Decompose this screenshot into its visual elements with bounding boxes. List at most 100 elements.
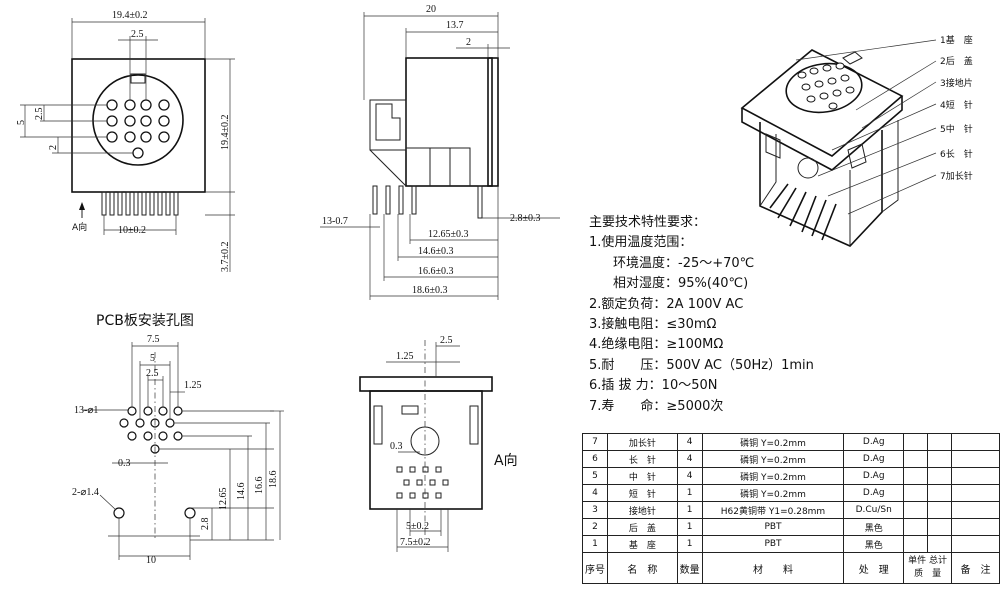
bottom-1-25-label: 1.25 bbox=[396, 351, 414, 362]
pcb-5-label: 5 bbox=[150, 353, 155, 364]
bottom-7-5-label: 7.5±0.2 bbox=[400, 537, 431, 548]
pcb-0-3-label: 0.3 bbox=[118, 458, 131, 469]
front-pitch-2-label: 2 bbox=[48, 145, 59, 150]
front-pitch-5-label: 5 bbox=[16, 120, 27, 125]
table-row: 7 加长针 4 磷铜 Y=0.2mm D.Ag bbox=[582, 433, 1000, 451]
front-key-slot bbox=[130, 73, 146, 84]
spec-line: 6.插 拔 力：10～50N bbox=[589, 378, 718, 394]
front-pin bbox=[140, 131, 152, 143]
side-back-slope bbox=[369, 149, 407, 187]
bom-treat: D.Ag bbox=[843, 433, 905, 451]
bom-no: 4 bbox=[582, 484, 608, 502]
front-pin bbox=[106, 115, 118, 127]
front-pin bbox=[158, 115, 170, 127]
pcb-holes-2-label: 2-⌀1.4 bbox=[72, 487, 99, 498]
side-body bbox=[405, 57, 493, 187]
bom-header-name: 名 称 bbox=[607, 552, 678, 584]
bom-name: 加长针 bbox=[607, 433, 678, 451]
iso-part-label: 7加长针 bbox=[940, 170, 973, 182]
bottom-view-label: A向 bbox=[494, 453, 518, 469]
front-pin bbox=[124, 115, 136, 127]
bom-qty: 1 bbox=[676, 484, 703, 502]
iso-part-label: 1基 座 bbox=[940, 34, 973, 46]
spec-line: 1.使用温度范围： bbox=[589, 235, 693, 251]
pcb-2-8-label: 2.8 bbox=[200, 518, 211, 531]
iso-part-label: 4短 针 bbox=[940, 99, 973, 111]
bom-no: 5 bbox=[582, 467, 608, 485]
bom-name: 短 针 bbox=[607, 484, 678, 502]
pcb-16-6-label: 16.6 bbox=[254, 477, 265, 495]
bom-header-weight: 质 量 bbox=[914, 569, 942, 579]
table-row: 1 基 座 1 PBT 黑色 bbox=[582, 535, 1000, 553]
bom-no: 7 bbox=[582, 433, 608, 451]
front-pitch-2-5-label: 2.5 bbox=[34, 108, 45, 121]
iso-key bbox=[842, 51, 863, 65]
front-pin bbox=[140, 99, 152, 111]
table-row: 6 长 针 4 磷铜 Y=0.2mm D.Ag bbox=[582, 450, 1000, 468]
bom-treat: D.Ag bbox=[843, 450, 905, 468]
bom-treat: D.Ag bbox=[843, 467, 905, 485]
front-arrow-label: A向 bbox=[72, 221, 87, 233]
table-row: 2 后 盖 1 PBT 黑色 bbox=[582, 518, 1000, 536]
bom-qty: 1 bbox=[676, 535, 703, 553]
front-pin bbox=[140, 115, 152, 127]
bottom-tab bbox=[401, 405, 419, 415]
spec-heading: 主要技术特性要求： bbox=[589, 215, 707, 230]
bom-material: 磷铜 Y=0.2mm bbox=[701, 433, 845, 451]
bom-qty: 4 bbox=[676, 450, 703, 468]
spec-line: 5.耐 压：500V AC（50Hz）1min bbox=[589, 357, 814, 373]
bottom-slot bbox=[373, 405, 383, 445]
table-row: 3 接地针 1 H62黄铜带 Y1=0.28mm D.Cu/Sn bbox=[582, 501, 1000, 519]
side-front-flange bbox=[487, 57, 499, 187]
front-view: 19.4±0.2 2.5 5 2.5 2 19.4±0.2 3.7±0.2 10… bbox=[16, 10, 235, 272]
bom-material: PBT bbox=[701, 535, 845, 553]
pcb-18-6-label: 18.6 bbox=[268, 471, 279, 489]
pcb-layout: PCB板安装孔图 7.5 5 2.5 1.25 13-⌀1 0.3 2-⌀ bbox=[72, 313, 284, 566]
bottom-0-3-label: 0.3 bbox=[390, 441, 403, 452]
iso-side-tab bbox=[765, 133, 781, 159]
bottom-slot bbox=[469, 405, 479, 445]
side-12-65-label: 12.65±0.3 bbox=[428, 229, 469, 240]
bom-treat: 黑色 bbox=[843, 518, 905, 536]
bottom-view: 1.25 2.5 0.3 A向 5±0.2 7.5±0.2 bbox=[359, 335, 518, 552]
isometric-view: 1基 座 2后 盖 3接地片 4短 针 5中 针 6长 针 7加长针 bbox=[740, 34, 973, 247]
bom-qty: 1 bbox=[676, 518, 703, 536]
bom-no: 3 bbox=[582, 501, 608, 519]
bom-no: 2 bbox=[582, 518, 608, 536]
side-inner-lines bbox=[406, 147, 471, 186]
front-width-label: 19.4±0.2 bbox=[112, 10, 148, 21]
bom-treat: 黑色 bbox=[843, 535, 905, 553]
bottom-body bbox=[369, 390, 483, 510]
bom-no: 6 bbox=[582, 450, 608, 468]
pcb-title: PCB板安装孔图 bbox=[96, 313, 194, 329]
side-back-detail bbox=[375, 103, 401, 141]
bom-name: 长 针 bbox=[607, 450, 678, 468]
bom-treat: D.Ag bbox=[843, 484, 905, 502]
bottom-5-label: 5±0.2 bbox=[406, 521, 429, 532]
bom-header-total: 总计 bbox=[929, 556, 948, 566]
bom-material: 磷铜 Y=0.2mm bbox=[701, 484, 845, 502]
spec-line: 2.额定负荷：2A 100V AC bbox=[589, 296, 744, 312]
bom-name: 后 盖 bbox=[607, 518, 678, 536]
bom-treat: D.Cu/Sn bbox=[843, 501, 905, 519]
front-pin-length-label: 3.7±0.2 bbox=[220, 242, 231, 273]
front-pin bbox=[124, 99, 136, 111]
side-2-label: 2 bbox=[466, 37, 471, 48]
pcb-14-6-label: 14.6 bbox=[236, 483, 247, 501]
bottom-2-5-label: 2.5 bbox=[440, 335, 453, 346]
pcb-holes-13-label: 13-⌀1 bbox=[74, 405, 98, 416]
front-top-pitch-label: 2.5 bbox=[131, 29, 144, 40]
bom-material: H62黄铜带 Y1=0.28mm bbox=[701, 501, 845, 519]
pcb-12-65-label: 12.65 bbox=[218, 488, 229, 511]
iso-side-tab bbox=[847, 143, 867, 169]
bom-name: 中 针 bbox=[607, 467, 678, 485]
bom-header-weight-cell: 单件 总计 质 量 bbox=[903, 552, 953, 584]
side-pins-label: 13-0.7 bbox=[322, 216, 348, 227]
side-2-8-label: 2.8±0.3 bbox=[510, 213, 541, 224]
bom-header-remark: 备 注 bbox=[951, 552, 1000, 584]
bom-header-no: 序号 bbox=[582, 552, 608, 584]
front-height-label: 19.4±0.2 bbox=[220, 115, 231, 151]
front-housing bbox=[71, 58, 206, 193]
front-pin bbox=[158, 131, 170, 143]
